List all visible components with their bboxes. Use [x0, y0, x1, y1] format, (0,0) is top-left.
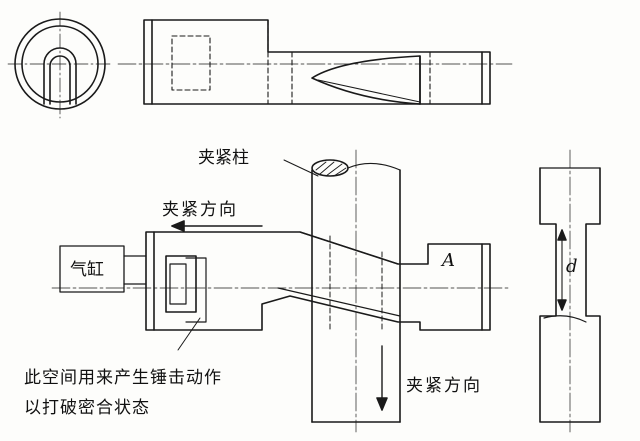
dimension-d-label: d: [566, 256, 578, 277]
clamp-bar: [51, 231, 511, 331]
clamp-direction-bottom-label: 夹紧方向: [406, 376, 482, 396]
note-line-1: 此空间用来产生锤击动作: [24, 368, 222, 388]
note-leader: [177, 317, 201, 351]
section-view: [539, 149, 601, 433]
point-a-label: A: [442, 250, 455, 271]
clamp-post: [311, 149, 401, 433]
clamp-direction-top-label: 夹紧方向: [162, 200, 238, 220]
cylinder-label: 气缸: [70, 260, 104, 280]
clamp-post-label: 夹紧柱: [198, 148, 249, 168]
clamp-direction-arrow-left: [171, 220, 263, 232]
clamp-direction-arrow-down: [376, 345, 388, 411]
end-view: [7, 11, 113, 119]
clamp-post-leader: [283, 159, 319, 177]
note-line-2: 以打破密合状态: [24, 398, 150, 418]
side-view: [117, 19, 513, 105]
